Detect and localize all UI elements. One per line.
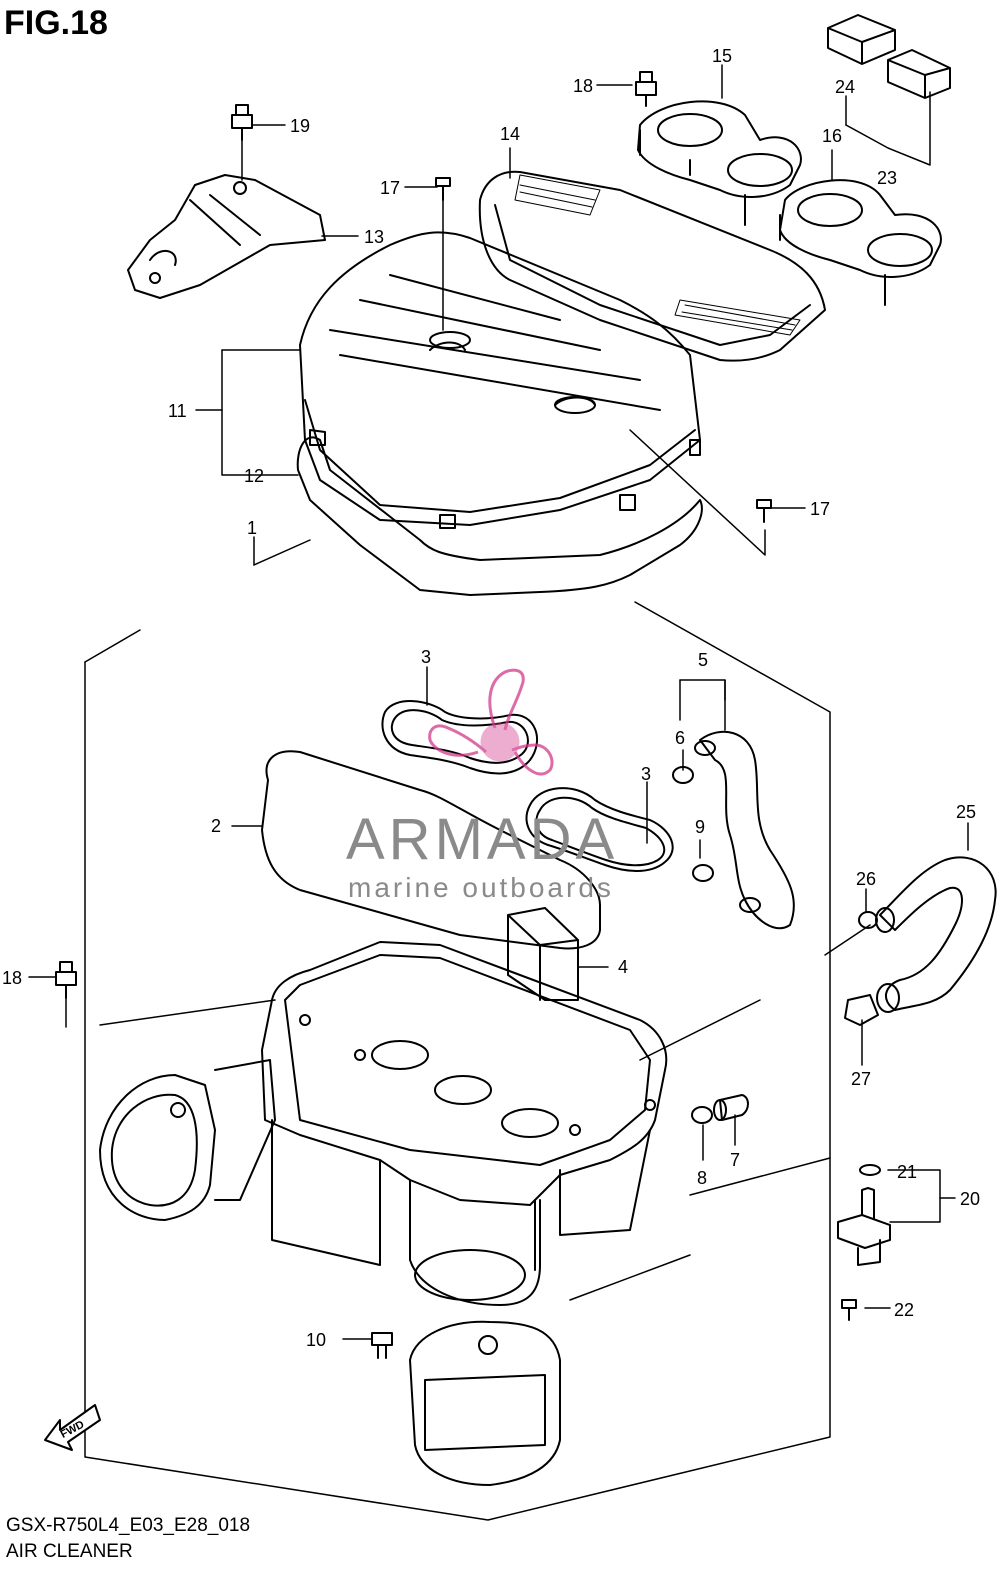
filter-foam: [507, 907, 579, 1001]
bolt-18-top: [635, 71, 657, 107]
callout-11: 11: [168, 401, 187, 421]
watermark-name: ARMADA: [346, 807, 619, 872]
callout-24: 24: [835, 77, 855, 97]
air-cleaner-cap: [299, 231, 701, 529]
callout-25: 25: [956, 802, 976, 822]
callout-8: 8: [697, 1168, 707, 1188]
callout-4: 4: [618, 957, 628, 977]
callout-21: 21: [897, 1162, 917, 1182]
bolt-18-left: [55, 961, 77, 999]
intake-snorkel: [99, 1059, 276, 1221]
callout-17b: 17: [810, 499, 830, 519]
callout-3a: 3: [421, 647, 431, 667]
callout-13: 13: [364, 227, 384, 247]
cap-bracket: [127, 174, 326, 299]
intake-funnel-16: [779, 179, 942, 306]
watermark-tagline: marine outboards: [348, 872, 614, 903]
drain-hose-5: [694, 730, 795, 930]
callout-10: 10: [306, 1330, 326, 1350]
element-seal-2: [261, 750, 601, 950]
air-cleaner-case: [261, 941, 668, 1306]
clamp-26: [858, 911, 878, 929]
breather-hose-25: [875, 856, 997, 1013]
callout-14: 14: [500, 124, 520, 144]
clamp-6: [672, 766, 694, 784]
screw-22: [841, 1299, 857, 1321]
callout-19: 19: [290, 116, 310, 136]
callout-2: 2: [211, 816, 221, 836]
clamp-27: [844, 994, 879, 1026]
callout-27: 27: [851, 1069, 871, 1089]
element-seal-3b: [525, 787, 674, 872]
callout-1: 1: [247, 518, 257, 538]
armada-logo-icon: [428, 668, 554, 776]
plug-7: [713, 1094, 749, 1121]
screw-17-top: [435, 177, 451, 201]
callout-3b: 3: [641, 764, 651, 784]
callout-20: 20: [960, 1189, 980, 1209]
sensor-connector-24: [827, 14, 896, 65]
element-seal-3a: [381, 700, 539, 775]
callout-12: 12: [244, 466, 264, 486]
figure-title: FIG.18: [4, 4, 108, 42]
callout-6: 6: [675, 728, 685, 748]
intake-funnel-15: [637, 100, 802, 226]
push-rivet-10: [371, 1332, 393, 1359]
callout-17a: 17: [380, 178, 400, 198]
callout-22: 22: [894, 1300, 914, 1320]
diagram-code: GSX-R750L4_E03_E28_018: [6, 1515, 251, 1536]
fwd-arrow-icon: [44, 1404, 101, 1451]
callout-18b: 18: [2, 968, 22, 988]
intake-air-temp-sensor: [837, 1164, 891, 1266]
screw-17-side: [756, 499, 772, 523]
callout-labels: 1 2 3 3 4 5 6 7 8 9 10 11 12 13 14 15 16…: [2, 46, 980, 1350]
clamp-8: [691, 1106, 713, 1124]
bolt-19: [231, 104, 253, 141]
sensor-connector-23: [887, 49, 951, 99]
intake-duct-cover: [478, 170, 826, 362]
clamp-9: [692, 864, 714, 882]
callout-26: 26: [856, 869, 876, 889]
rear-intake-duct: [409, 1320, 561, 1486]
callout-5: 5: [698, 650, 708, 670]
callout-9: 9: [695, 817, 705, 837]
callout-7: 7: [730, 1150, 740, 1170]
leader-lines: [28, 64, 969, 1521]
diagram-name: AIR CLEANER: [6, 1541, 133, 1562]
callout-16: 16: [822, 126, 842, 146]
callout-23: 23: [877, 168, 897, 188]
cap-seal: [296, 436, 703, 596]
callout-15: 15: [712, 46, 732, 66]
callout-18a: 18: [573, 76, 593, 96]
